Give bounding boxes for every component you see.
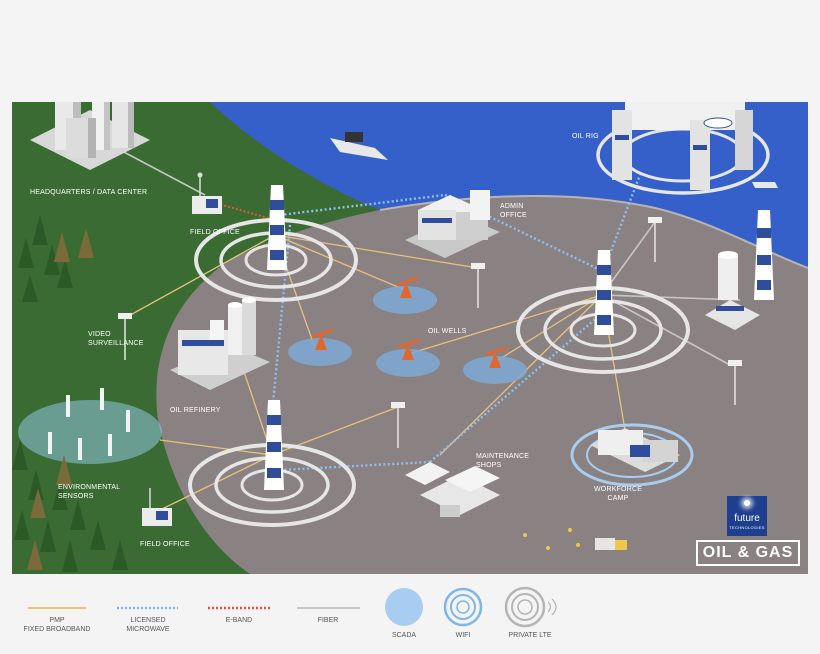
oil-well-pumps bbox=[311, 276, 508, 368]
oil-refinery bbox=[170, 297, 270, 390]
legend-pmp-label: PMP FIXED BROADBAND bbox=[18, 616, 96, 634]
label-workforce-camp: WORKFORCE CAMP bbox=[594, 485, 642, 503]
fiber-link bbox=[601, 294, 741, 301]
oil-rig-platform bbox=[612, 102, 753, 190]
pmp-link bbox=[494, 294, 603, 363]
label-field-office-top: FIELD OFFICE bbox=[190, 229, 240, 236]
label-admin-office-line2: OFFICE bbox=[500, 212, 527, 219]
scada-zones bbox=[288, 286, 527, 384]
legend-lte-label: PRIVATE LTE bbox=[495, 631, 565, 640]
legend-licensed-line2: MICROWAVE bbox=[126, 626, 170, 633]
microwave-link bbox=[429, 314, 601, 463]
pmp-link bbox=[274, 234, 479, 269]
environmental-sensor-posts bbox=[48, 388, 130, 460]
legend-graphics bbox=[28, 586, 557, 628]
pmp-link bbox=[124, 234, 276, 319]
label-maintenance-shops-line1: MAINTENANCE bbox=[476, 453, 530, 460]
tower-south bbox=[264, 400, 284, 490]
logo-subtitle: TECHNOLOGIES bbox=[729, 525, 765, 530]
legend-wifi-swatch bbox=[443, 587, 483, 627]
scada-disc bbox=[373, 286, 437, 314]
supply-boat bbox=[330, 132, 388, 160]
label-field-office-bottom: FIELD OFFICE bbox=[140, 541, 190, 548]
label-environmental-sensors-line2: SENSORS bbox=[58, 493, 94, 500]
small-boat bbox=[752, 182, 778, 188]
pumpjack bbox=[396, 276, 419, 298]
logo-star-icon bbox=[744, 500, 750, 506]
label-headquarters: HEADQUARTERS / DATA CENTER bbox=[30, 189, 148, 196]
legend-fiber-label: FIBER bbox=[294, 616, 362, 625]
label-environmental-sensors-line1: ENVIRONMENTAL bbox=[58, 484, 121, 491]
legend-wifi-label: WIFI bbox=[433, 631, 493, 640]
fiber-link bbox=[601, 294, 731, 366]
tower-rig-right bbox=[754, 210, 774, 300]
pumpjack bbox=[485, 346, 508, 368]
label-oil-wells: OIL WELLS bbox=[428, 328, 467, 335]
legend-fiber-line1: FIBER bbox=[317, 617, 339, 624]
workforce-camp-buildings bbox=[590, 428, 680, 472]
label-admin-office-line1: ADMIN bbox=[500, 203, 524, 210]
label-oil-refinery: OIL REFINERY bbox=[170, 407, 221, 414]
field-office-bottom-van bbox=[142, 488, 172, 526]
legend-lte-swatch bbox=[504, 586, 557, 628]
label-maintenance-shops-line2: SHOPS bbox=[476, 462, 502, 469]
label-workforce-camp-line2: CAMP bbox=[607, 495, 629, 502]
sea bbox=[210, 102, 808, 268]
legend-licensed-label: LICENSED MICROWAVE bbox=[110, 616, 186, 634]
tower-north bbox=[267, 185, 287, 270]
scada-disc bbox=[463, 356, 527, 384]
service-truck bbox=[595, 538, 627, 550]
label-workforce-camp-line1: WORKFORCE bbox=[594, 486, 643, 493]
lte-towers bbox=[264, 185, 774, 490]
label-maintenance-shops: MAINTENANCE SHOPS bbox=[476, 452, 529, 470]
pmp-link bbox=[274, 234, 406, 291]
maintenance-shops-buildings bbox=[405, 462, 500, 517]
headquarters-buildings bbox=[30, 102, 150, 170]
pumpjack bbox=[398, 338, 421, 360]
legend-lte-line1: PRIVATE LTE bbox=[508, 632, 552, 639]
legend-wifi-line1: WIFI bbox=[455, 632, 471, 639]
legend-eband-label: E-BAND bbox=[205, 616, 273, 625]
oilfield-ground bbox=[156, 195, 808, 574]
label-oil-rig: OIL RIG bbox=[572, 133, 599, 140]
future-technologies-logo: future TECHNOLOGIES bbox=[727, 496, 767, 536]
microwave-link bbox=[279, 193, 446, 217]
legend-eband-line1: E-BAND bbox=[225, 617, 253, 624]
trees bbox=[12, 215, 128, 572]
surveillance-cameras bbox=[118, 217, 742, 448]
storage-facility bbox=[705, 251, 760, 330]
legend-scada-line1: SCADA bbox=[391, 632, 417, 639]
field-workers bbox=[523, 528, 580, 550]
label-video-surveillance: VIDEO SURVEILLANCE bbox=[88, 330, 144, 348]
legend-pmp-line2: FIXED BROADBAND bbox=[23, 626, 91, 633]
label-admin-office: ADMIN OFFICE bbox=[500, 202, 527, 220]
label-video-surveillance-line1: VIDEO bbox=[88, 331, 111, 338]
pumpjack bbox=[311, 328, 334, 350]
map-scene bbox=[12, 102, 808, 574]
legend-scada-label: SCADA bbox=[374, 631, 434, 640]
legend-pmp-line1: PMP bbox=[49, 617, 65, 624]
legend-licensed-line1: LICENSED bbox=[130, 617, 166, 624]
legend-scada-swatch bbox=[385, 588, 423, 626]
field-office-top-van bbox=[192, 172, 222, 214]
microwave-link bbox=[601, 174, 642, 273]
logo-word: future bbox=[734, 513, 760, 524]
pmp-link bbox=[159, 439, 273, 456]
fiber-link bbox=[119, 149, 206, 196]
environmental-sensor-zone bbox=[18, 400, 162, 464]
admin-office-building bbox=[405, 190, 500, 258]
label-video-surveillance-line2: SURVEILLANCE bbox=[88, 340, 144, 347]
brand-title: OIL & GAS bbox=[696, 540, 800, 566]
tower-east bbox=[594, 250, 614, 335]
scada-disc bbox=[376, 349, 440, 377]
label-environmental-sensors: ENVIRONMENTAL SENSORS bbox=[58, 483, 120, 501]
scada-disc bbox=[288, 338, 352, 366]
